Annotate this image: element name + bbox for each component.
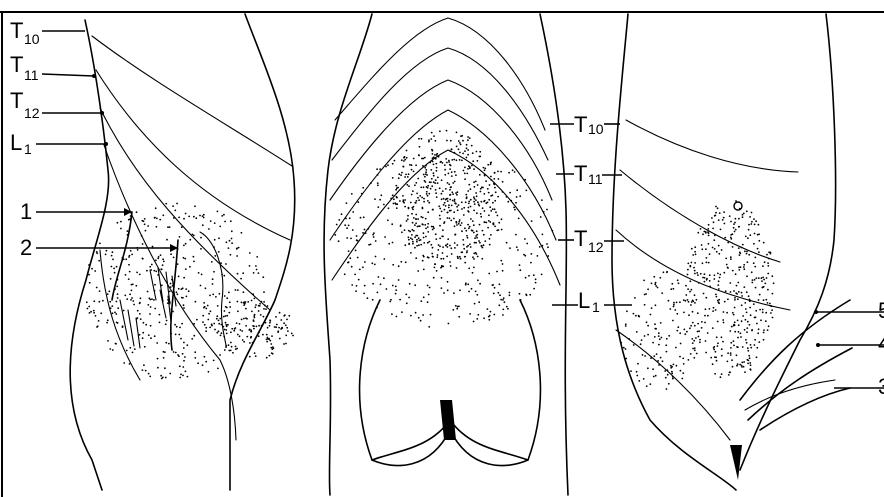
svg-text:10: 10 <box>588 121 604 137</box>
svg-text:2: 2 <box>20 235 32 260</box>
svg-text:T: T <box>10 88 23 113</box>
left-hair-hatch <box>120 268 176 348</box>
svg-text:1: 1 <box>592 299 600 315</box>
left-stipple <box>86 203 294 380</box>
center-stipple <box>334 130 553 328</box>
svg-text:1: 1 <box>24 141 32 157</box>
left-lateral-view <box>70 14 295 490</box>
svg-text:10: 10 <box>24 31 40 47</box>
edge-mark-5: 5 <box>878 298 884 323</box>
svg-text:12: 12 <box>24 105 40 121</box>
center-posterior-view <box>324 14 568 495</box>
svg-text:11: 11 <box>588 171 603 187</box>
label-t12-left: T 12 <box>10 88 104 121</box>
label-t10-left: T 10 <box>10 18 85 47</box>
svg-text:T: T <box>574 226 587 251</box>
edge-mark-3: 3 <box>878 374 884 399</box>
label-t11-left: T 11 <box>10 52 96 83</box>
label-2: 2 <box>20 235 178 260</box>
label-l1-left: L 1 <box>10 130 108 157</box>
label-1: 1 <box>20 199 132 224</box>
right-anterior-view <box>612 14 852 490</box>
svg-text:T: T <box>574 161 587 186</box>
edge-mark-4: 4 <box>878 331 884 356</box>
right-stipple <box>620 200 774 390</box>
label-l1-center: L 1 <box>552 288 632 315</box>
svg-text:T: T <box>10 52 23 77</box>
right-edge-leaders: 5 4 3 <box>814 298 884 399</box>
label-t11-center: T 11 <box>556 161 622 187</box>
svg-text:11: 11 <box>24 67 39 83</box>
svg-text:T: T <box>574 112 587 137</box>
svg-text:T: T <box>10 18 23 43</box>
svg-text:1: 1 <box>20 199 32 224</box>
svg-text:L: L <box>578 288 590 313</box>
label-t12-center: T 12 <box>558 226 624 255</box>
svg-text:12: 12 <box>588 239 604 255</box>
svg-text:L: L <box>10 130 22 155</box>
